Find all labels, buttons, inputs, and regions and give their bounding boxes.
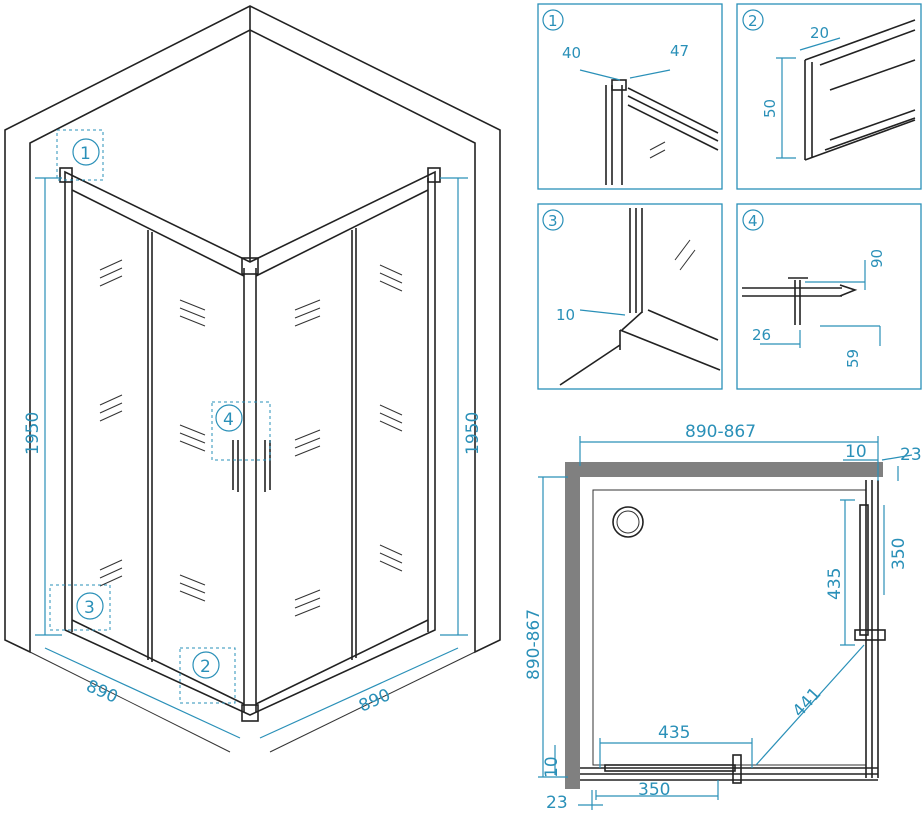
wall-top (565, 462, 883, 477)
detail-1-dim-47: 47 (670, 42, 689, 60)
plan-gap-left-label: 10 (542, 756, 562, 778)
detail-1-dim-40: 40 (562, 44, 581, 62)
plan-offset-left-label: 23 (546, 793, 568, 813)
width-left-label: 890 (83, 676, 121, 707)
detail-2-dim-50: 50 (761, 99, 779, 118)
detail-4-dim-59: 59 (844, 349, 862, 368)
detail-3: 3 10 (537, 203, 723, 390)
detail-1-number: 1 (548, 12, 558, 30)
plan-view: 890-867 10 23 890-867 350 435 441 435 35… (524, 422, 922, 813)
plan-gap-top-label: 10 (845, 442, 867, 462)
detail-1: 1 40 47 (537, 3, 723, 190)
plan-bottom-panel-label: 435 (658, 723, 690, 743)
detail-2-number: 2 (748, 12, 758, 30)
plan-right-panel-label: 435 (825, 568, 845, 600)
walls (4, 5, 501, 753)
callout-4-number: 4 (223, 410, 234, 430)
detail-3-number: 3 (548, 212, 558, 230)
plan-right-opening-label: 350 (889, 538, 909, 570)
plan-bottom-opening-label: 350 (638, 780, 670, 800)
height-right-label: 1950 (463, 412, 483, 455)
drain-icon (612, 506, 644, 538)
plan-offset-top-label: 23 (900, 445, 922, 465)
callout-2-number: 2 (200, 657, 211, 677)
detail-4-dim-26: 26 (752, 326, 771, 344)
wall-left (565, 462, 580, 789)
detail-3-dim-10: 10 (556, 306, 575, 324)
detail-4-number: 4 (748, 212, 758, 230)
plan-diagonal-label: 441 (789, 684, 826, 722)
callout-3-number: 3 (84, 598, 95, 618)
isometric-view: 1950 1950 890 890 1 3 2 4 (4, 5, 501, 753)
height-left-label: 1950 (23, 412, 43, 455)
detail-4: 4 90 26 59 (736, 203, 922, 390)
callout-1-circle (72, 138, 100, 166)
detail-4-dim-90: 90 (868, 249, 886, 268)
callout-3-box (49, 584, 111, 631)
callout-1-number: 1 (80, 144, 91, 164)
width-right-label: 890 (356, 685, 394, 716)
glass-reflections (99, 259, 403, 617)
detail-2: 2 20 50 (736, 3, 922, 190)
callout-2-box (179, 647, 236, 704)
dimension-lines (35, 177, 468, 739)
callout-4-box (211, 401, 271, 461)
plan-width-label: 890-867 (685, 422, 756, 442)
plan-depth-label: 890-867 (524, 609, 544, 680)
detail-2-dim-20: 20 (810, 24, 829, 42)
enclosure (59, 167, 441, 722)
